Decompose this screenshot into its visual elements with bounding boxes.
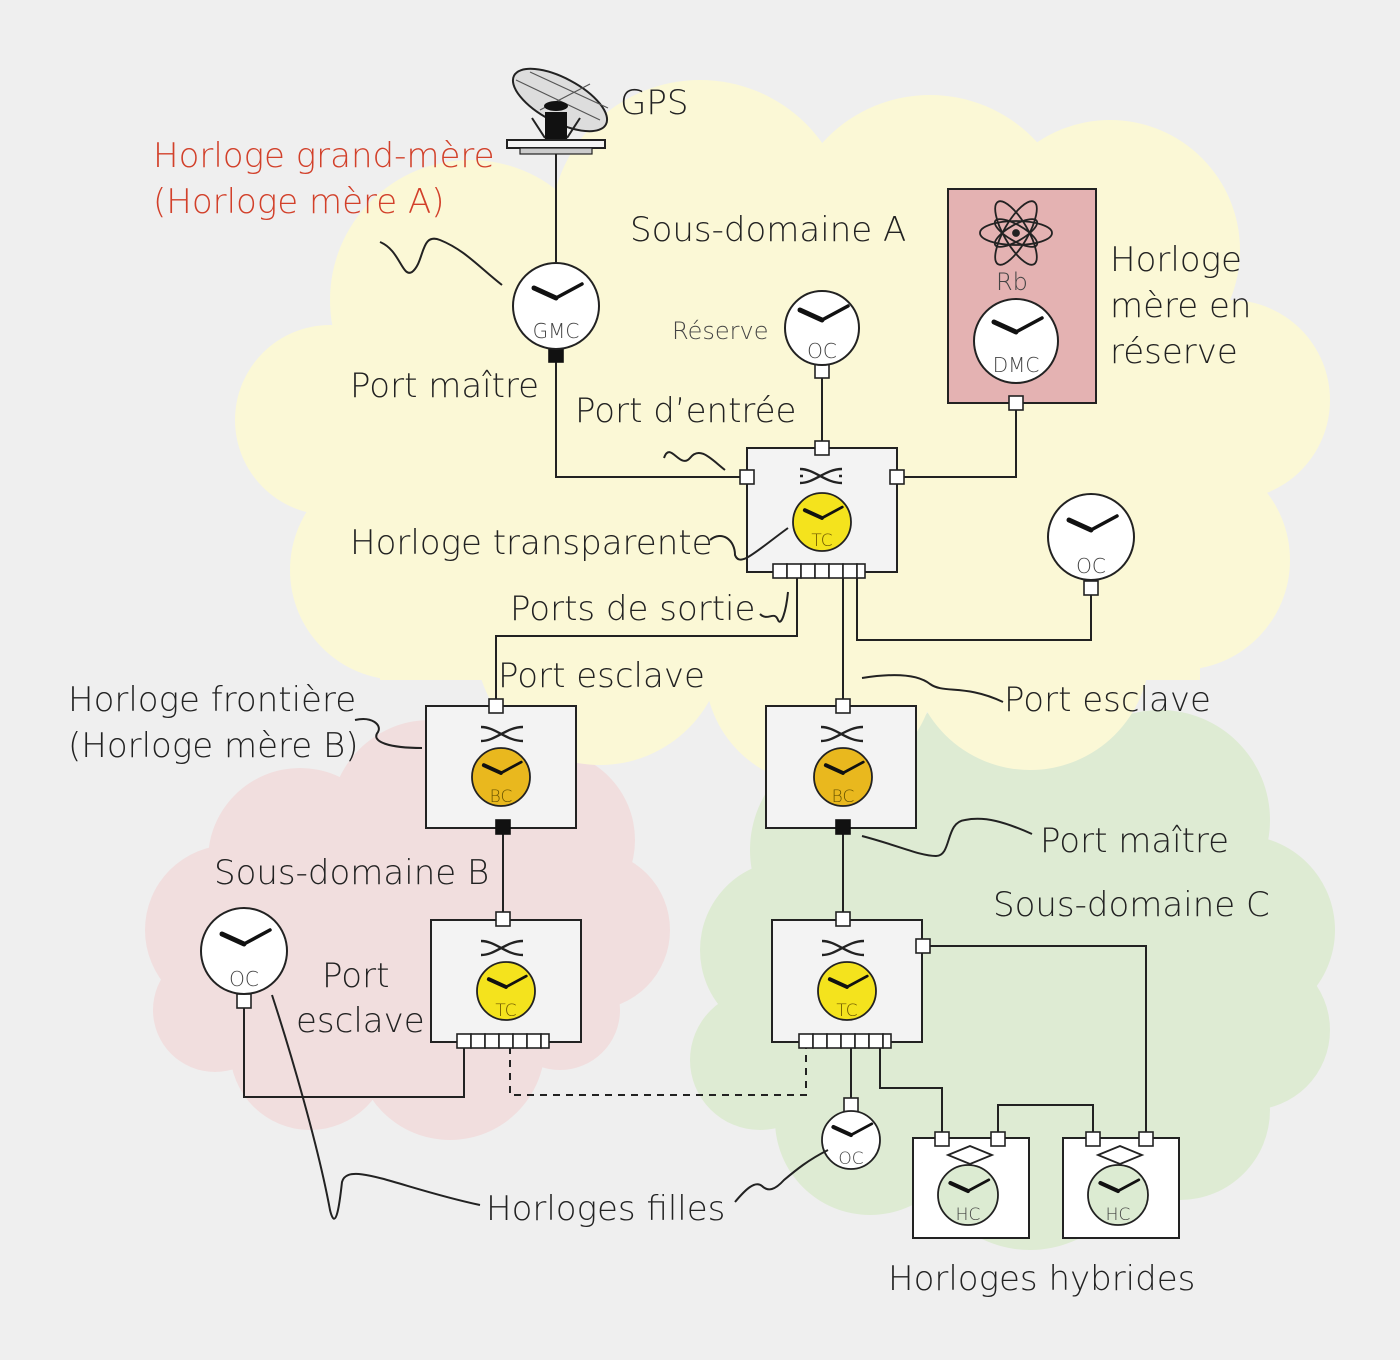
clock-tc-b: TC [476,961,536,1021]
label-boundary-line2: (Horloge mère B) [68,726,359,766]
port-hc-1-right [990,1131,1006,1147]
clock-dmc: DMC [973,298,1059,384]
rb-label: Rb [996,268,1028,296]
gps-antenna-icon [506,67,609,155]
label-backup-line2: mère en [1110,286,1251,326]
clock-oc-c: OC [821,1110,881,1170]
port-oc-reserve [814,363,830,379]
port-master-bc-c [835,819,851,835]
label-port-esclave-tc-b-line2: esclave [296,1001,425,1041]
clock-gmc: GMC [512,262,600,350]
port-hc-2-right [1138,1131,1154,1147]
label-port-maitre-a: Port maître [350,366,539,406]
port-input [739,469,755,485]
clock-tc-c: TC [817,961,877,1021]
diamond-icon [945,1145,995,1165]
clock-label-oc-reserve: OC [807,339,837,363]
clock-label-oc-b: OC [229,967,259,991]
label-subdomain-c: Sous-domaine C [993,885,1270,925]
clock-label-tc-b: TC [495,1001,516,1021]
clock-bc-b: BC [471,747,531,807]
output-ports-tc-c [798,1033,892,1049]
port-oc-a [1083,580,1099,596]
clock-label-dmc: DMC [993,353,1040,377]
switch-icon [480,939,524,957]
label-grandmaster-line1: Horloge grand-mère [153,136,495,176]
port-oc-c [843,1097,859,1113]
clock-label-bc-b: BC [490,787,513,807]
port-master-bc-b [495,819,511,835]
label-port-esclave-b: Port esclave [498,656,705,696]
clock-oc-a: OC [1047,493,1135,581]
label-horloges-hybrides: Horloges hybrides [888,1259,1195,1299]
clock-hc-2: HC [1087,1164,1149,1226]
port-slave-bc-c [835,698,851,714]
clock-hc-1: HC [937,1164,999,1226]
diamond-icon [1095,1145,1145,1165]
port-tc-c-top [835,911,851,927]
leader-lines [271,237,1033,1220]
port-hc-2-left [1085,1131,1101,1147]
port-tc-c-right [915,938,931,954]
clock-oc-reserve: OC [784,290,860,366]
label-reserve: Réserve [672,317,768,345]
label-subdomain-a: Sous-domaine A [630,210,906,250]
clock-label-tc-c: TC [836,1001,857,1021]
label-backup-line1: Horloge [1110,240,1242,280]
switch-icon [820,725,864,743]
label-subdomain-b: Sous-domaine B [214,853,489,893]
label-grandmaster-line2: (Horloge mère A) [153,182,445,222]
label-gps: GPS [620,83,688,123]
clock-label-hc-2: HC [1106,1205,1131,1225]
clock-label-bc-c: BC [832,787,855,807]
network-wires [243,148,1147,1136]
clock-label-oc-c: OC [838,1149,863,1169]
ports [236,347,1154,1147]
switch-icon [799,467,843,485]
label-port-entree: Port d’entrée [575,391,796,431]
port-dmc [1008,395,1024,411]
clock-label-hc-1: HC [956,1205,981,1225]
output-ports-tc-a [772,563,866,579]
atom-icon [979,200,1053,266]
port-slave-bc-b [488,698,504,714]
clock-bc-c: BC [813,747,873,807]
switch-icon [821,939,865,957]
label-port-esclave-c: Port esclave [1004,680,1211,720]
label-port-maitre-c: Port maître [1040,821,1229,861]
port-master-gmc [548,347,564,363]
label-boundary-line1: Horloge frontière [68,680,356,720]
clock-label-oc-a: OC [1076,554,1106,578]
output-ports-tc-b [456,1033,550,1049]
clock-label-gmc: GMC [533,319,580,343]
port-oc-b [236,993,252,1009]
port-tc-a-right [889,469,905,485]
clock-label-tc-a: TC [811,531,832,551]
clock-oc-b: OC [200,907,288,995]
clock-tc-a: TC [792,492,852,552]
label-backup-line3: réserve [1110,332,1238,372]
port-tc-b-top [495,911,511,927]
label-horloges-filles: Horloges filles [486,1189,725,1229]
label-port-esclave-tc-b-line1: Port [322,956,389,996]
port-hc-1-left [934,1131,950,1147]
switch-icon [480,725,524,743]
label-ports-sortie: Ports de sortie [510,589,755,629]
port-tc-a-top [814,440,830,456]
label-horloge-transparente: Horloge transparente [350,523,713,563]
